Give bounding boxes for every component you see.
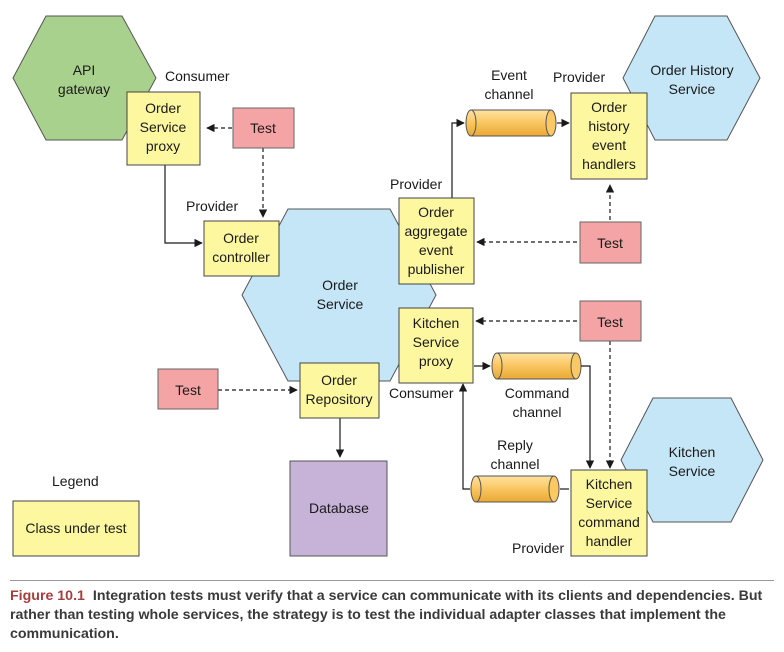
order-history-event-handlers-box	[570, 92, 648, 180]
svg-text:history: history	[588, 118, 629, 134]
svg-text:handler: handler	[586, 533, 633, 549]
svg-text:Order: Order	[418, 204, 454, 220]
consumer-label-gateway: Consumer	[165, 68, 230, 84]
svg-text:Service: Service	[669, 81, 716, 97]
provider-label-publisher: Provider	[390, 176, 442, 192]
svg-text:Event: Event	[491, 67, 527, 83]
svg-text:channel: channel	[512, 404, 561, 420]
order-repository-box	[299, 362, 380, 419]
svg-text:channel: channel	[484, 86, 533, 102]
svg-text:controller: controller	[212, 249, 270, 265]
database-box	[289, 460, 388, 557]
kitchen-service-command-handler-label: Kitchen Service command handler	[578, 476, 639, 549]
provider-label-command-handler: Provider	[512, 540, 564, 556]
svg-text:Repository: Repository	[306, 391, 373, 407]
command-channel-pipe	[491, 352, 582, 380]
svg-text:Order: Order	[322, 277, 358, 293]
test-label: Test	[175, 382, 201, 398]
kitchen-service-label: Kitchen Service	[669, 444, 716, 479]
figure-caption-text: Integration tests must verify that a ser…	[10, 588, 763, 642]
provider-label-order-history: Provider	[553, 69, 605, 85]
legend-class-under-test-swatch	[12, 500, 140, 557]
order-controller-box	[203, 220, 280, 277]
svg-text:Order: Order	[591, 99, 627, 115]
api-gateway-hexagon	[12, 15, 157, 141]
kitchen-service-proxy-label: Kitchen Service proxy	[413, 315, 460, 369]
legend-class-under-test-label: Class under test	[25, 520, 126, 536]
order-history-service-hexagon	[622, 15, 761, 141]
order-aggregate-event-publisher-box	[398, 197, 475, 285]
svg-text:proxy: proxy	[419, 353, 453, 369]
svg-text:API: API	[73, 62, 96, 78]
svg-text:Kitchen: Kitchen	[586, 476, 633, 492]
order-history-service-label: Order History Service	[650, 62, 733, 97]
svg-text:event: event	[592, 137, 626, 153]
order-service-label: Order Service	[317, 277, 364, 312]
test-box-event-publisher	[579, 221, 642, 264]
svg-text:channel: channel	[490, 456, 539, 472]
test-box-kitchen-proxy	[579, 300, 642, 342]
svg-text:Reply: Reply	[497, 437, 533, 453]
svg-text:Order: Order	[145, 100, 181, 116]
legend-title: Legend	[52, 473, 99, 489]
api-gateway-label: API gateway	[58, 62, 110, 97]
reply-channel-pipe	[470, 475, 560, 503]
order-history-event-handlers-label: Order history event handlers	[582, 99, 636, 172]
svg-text:Service: Service	[669, 463, 716, 479]
svg-text:handlers: handlers	[582, 156, 636, 172]
event-channel-pipe	[465, 109, 557, 137]
kitchen-service-hexagon	[620, 397, 764, 523]
svg-text:publisher: publisher	[408, 261, 465, 277]
test-label: Test	[597, 235, 623, 251]
svg-text:event: event	[419, 242, 453, 258]
proxy-to-controller-line	[164, 165, 203, 248]
test-box-order-repository	[157, 368, 219, 410]
svg-text:Order History: Order History	[650, 62, 733, 78]
svg-text:Command: Command	[505, 385, 570, 401]
order-service-proxy-label: Order Service proxy	[140, 100, 187, 154]
test-label: Test	[597, 314, 623, 330]
order-repository-label: Order Repository	[306, 372, 373, 407]
svg-text:Order: Order	[321, 372, 357, 388]
svg-text:Service: Service	[413, 334, 460, 350]
consumer-label-kitchen-proxy: Consumer	[389, 385, 454, 401]
svg-text:command: command	[578, 514, 639, 530]
test-label: Test	[250, 120, 276, 136]
provider-label-controller: Provider	[186, 198, 238, 214]
order-service-hexagon	[241, 208, 437, 382]
svg-text:proxy: proxy	[146, 138, 180, 154]
command-channel-to-handler-line	[581, 365, 595, 469]
command-channel-label: Command channel	[505, 385, 570, 420]
database-label: Database	[309, 500, 369, 516]
svg-text:Order: Order	[223, 230, 259, 246]
kitchen-service-proxy-box	[398, 307, 474, 384]
order-controller-label: Order controller	[212, 230, 270, 265]
event-channel-label: Event channel	[484, 67, 533, 102]
svg-text:Service: Service	[586, 495, 633, 511]
svg-text:Kitchen: Kitchen	[413, 315, 460, 331]
figure-label: Figure 10.1	[10, 588, 85, 604]
reply-channel-label: Reply channel	[490, 437, 539, 472]
kitchen-service-command-handler-box	[570, 469, 648, 557]
svg-text:aggregate: aggregate	[404, 223, 467, 239]
order-service-proxy-box	[126, 91, 201, 166]
reply-channel-to-kitchen-proxy-line	[458, 383, 470, 490]
svg-text:gateway: gateway	[58, 81, 110, 97]
svg-text:Kitchen: Kitchen	[669, 444, 716, 460]
svg-text:Service: Service	[317, 296, 364, 312]
integration-test-diagram: API gateway Order History Service Order …	[12, 15, 764, 557]
svg-text:Service: Service	[140, 119, 187, 135]
test-box-order-service-proxy	[232, 107, 295, 149]
order-aggregate-event-publisher-label: Order aggregate event publisher	[404, 204, 467, 277]
publisher-to-event-channel-line	[451, 118, 465, 198]
